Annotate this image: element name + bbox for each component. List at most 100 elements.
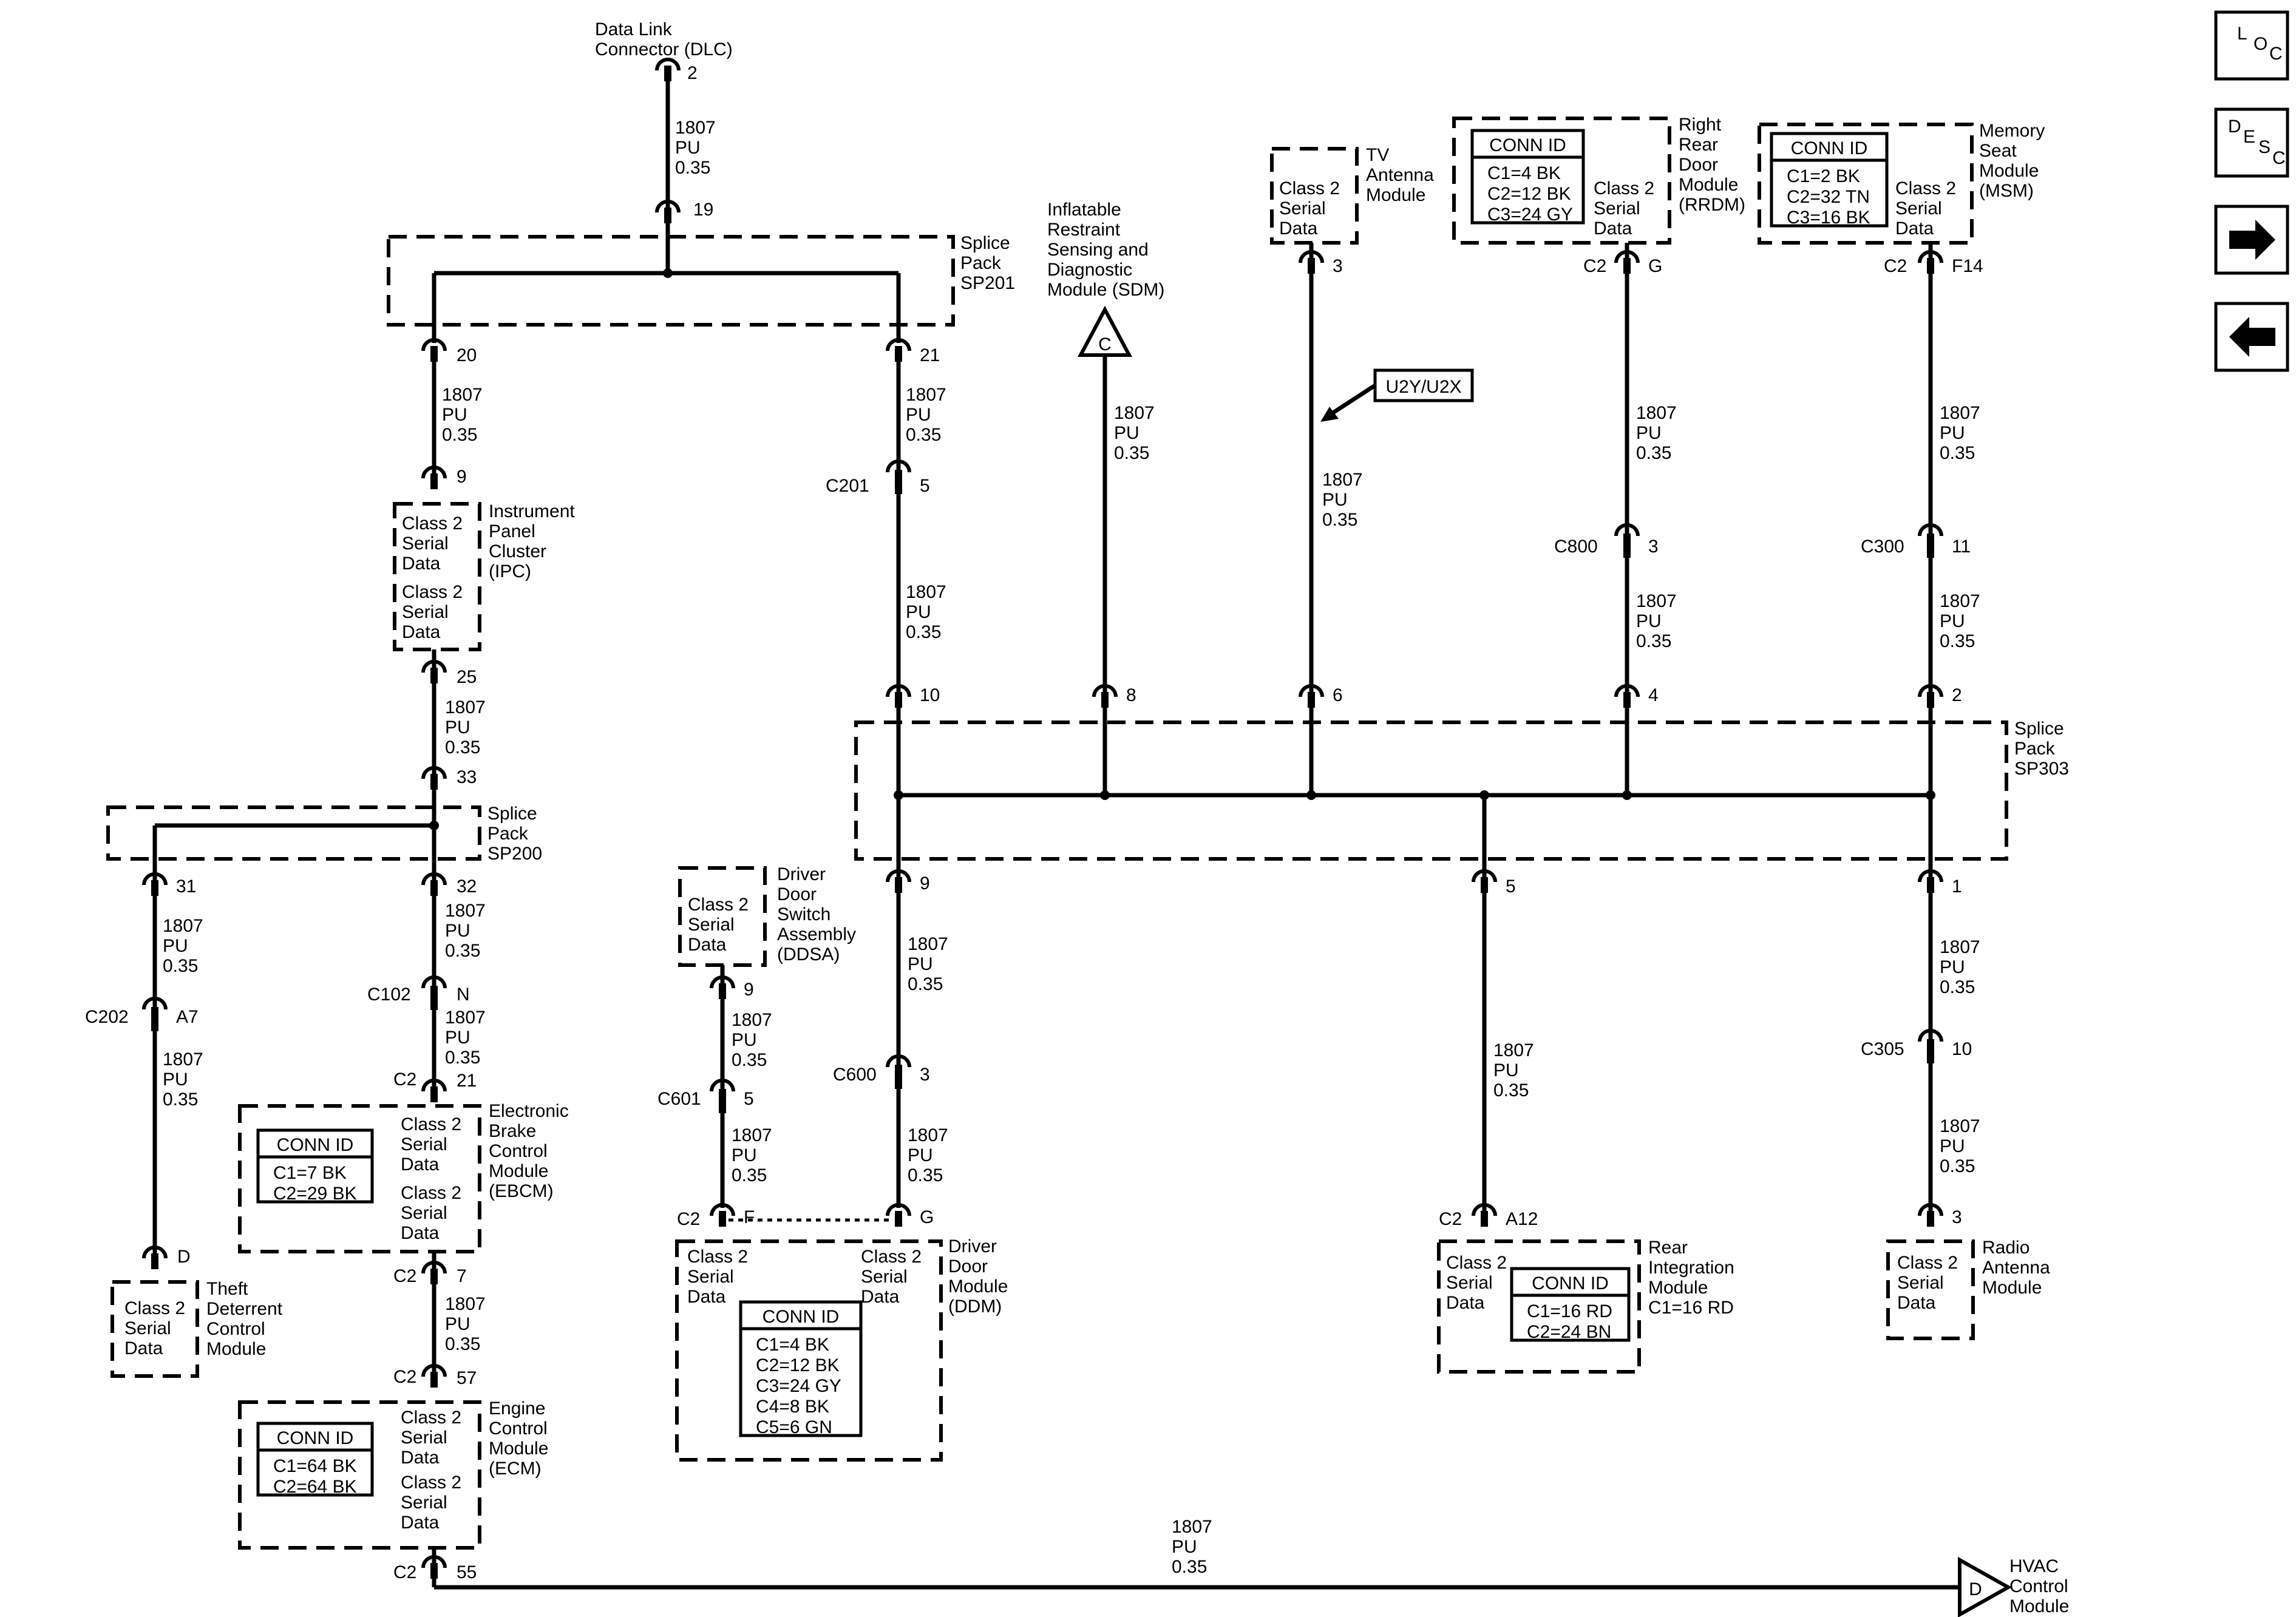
ddm-conn-id bbox=[739, 1300, 863, 1437]
wire-label: 0.35 bbox=[906, 622, 941, 642]
sp303-box bbox=[854, 720, 2008, 861]
wire-label: PU bbox=[1114, 423, 1140, 443]
ddsa-class2: Data bbox=[688, 935, 727, 955]
conn-id-entry: C3=24 GY bbox=[756, 1376, 841, 1396]
wire-label: PU bbox=[445, 921, 470, 941]
c305-id: C305 bbox=[1861, 1039, 1904, 1059]
splice-node bbox=[1100, 790, 1110, 800]
sp303-pin-4-stub bbox=[1623, 692, 1631, 708]
sp200-name: Splice bbox=[487, 804, 537, 824]
msm-pin-label: F14 bbox=[1952, 256, 1983, 276]
ipc-box bbox=[393, 502, 481, 651]
tv-pin-stub bbox=[1308, 258, 1315, 274]
wire-label: 0.35 bbox=[1114, 443, 1149, 463]
sp200-pin-32 bbox=[421, 872, 447, 886]
ecm-pin-bottom bbox=[421, 1555, 447, 1568]
ddm-pin-left-stub bbox=[719, 1211, 726, 1227]
sdm-name: Diagnostic bbox=[1047, 260, 1132, 280]
wire-label: 0.35 bbox=[908, 1165, 943, 1185]
ipc-pin-label: 25 bbox=[457, 667, 477, 687]
ipc-class2-2: Serial bbox=[402, 602, 449, 622]
wire-label: 0.35 bbox=[1172, 1557, 1207, 1577]
tdcm-class2: Data bbox=[124, 1338, 163, 1358]
msm-name: Memory bbox=[1979, 121, 2045, 141]
rim-name: Integration bbox=[1648, 1258, 1734, 1278]
ipc-class2-2: Class 2 bbox=[402, 582, 463, 602]
ebcm-pin-top-stub bbox=[430, 1086, 438, 1102]
ipc-name: Cluster bbox=[489, 541, 546, 561]
msm-box bbox=[1758, 123, 1974, 245]
ebcm-pin-bottom bbox=[421, 1261, 447, 1274]
ebcm-pin-bottom-stub bbox=[430, 1269, 438, 1284]
ipc-name: Instrument bbox=[489, 501, 575, 521]
ddsa-name: Driver bbox=[777, 864, 826, 884]
c202-connector-stub bbox=[151, 1007, 158, 1031]
ecm-pin-top bbox=[421, 1364, 447, 1377]
wire-label: PU bbox=[908, 1145, 933, 1165]
sp303-pin-label: 5 bbox=[1506, 876, 1516, 897]
back-button[interactable] bbox=[2214, 302, 2289, 372]
wire-label: 0.35 bbox=[1636, 443, 1671, 463]
wire-label: 0.35 bbox=[1940, 977, 1975, 997]
arrow-right-icon bbox=[2229, 220, 2275, 260]
wire-label: PU bbox=[906, 405, 931, 425]
ebcm-name: Brake bbox=[489, 1121, 536, 1141]
tdcm-pin bbox=[142, 1246, 168, 1259]
tv-pin-label: 3 bbox=[1333, 256, 1343, 276]
rrdm-name: Rear bbox=[1679, 135, 1718, 155]
wire-label: 1807 bbox=[732, 1010, 772, 1030]
sp303-pin-label: 2 bbox=[1952, 685, 1962, 705]
ecm-pin-top-stub bbox=[430, 1372, 438, 1388]
sp303-name: SP303 bbox=[2014, 759, 2069, 779]
ddm-pin-left bbox=[710, 1203, 735, 1216]
ddsa-class2: Class 2 bbox=[688, 895, 749, 915]
ddsa-name: Door bbox=[777, 884, 817, 904]
ddsa-name: (DDSA) bbox=[777, 944, 840, 964]
ecm-conn: C2 bbox=[393, 1367, 416, 1387]
forward-button[interactable] bbox=[2214, 205, 2289, 275]
sdm-name: Module (SDM) bbox=[1047, 280, 1164, 300]
conn-id-entry: C1=4 BK bbox=[1487, 163, 1561, 183]
hvac-ref-letter: D bbox=[1969, 1579, 1982, 1599]
sp303-pin-2-stub bbox=[1927, 692, 1934, 708]
sp303-pin-4 bbox=[1614, 684, 1640, 697]
ebcm-conn: C2 bbox=[393, 1070, 416, 1090]
wire-label: 0.35 bbox=[732, 1165, 767, 1185]
ddsa-box bbox=[678, 866, 767, 967]
conn-id-title: CONN ID bbox=[763, 1307, 840, 1327]
ipc-pin-9 bbox=[421, 466, 447, 479]
conn-id-entry: C1=16 RD bbox=[1527, 1301, 1612, 1321]
connector-marks bbox=[142, 58, 1943, 1579]
tdcm-class2: Class 2 bbox=[124, 1298, 185, 1318]
wire-label: PU bbox=[732, 1145, 757, 1165]
ebcm-class2-2: Serial bbox=[401, 1203, 447, 1223]
wire-label: PU bbox=[732, 1030, 757, 1050]
sp303-pin-label: 4 bbox=[1648, 685, 1659, 705]
sp200-name: Pack bbox=[487, 824, 529, 844]
sdm-ref-triangle bbox=[1078, 305, 1132, 357]
sp201-box bbox=[387, 235, 955, 327]
msm-class2: Class 2 bbox=[1895, 178, 1956, 198]
c601-connector bbox=[710, 1079, 735, 1092]
sp200-pin-33 bbox=[421, 766, 447, 779]
ebcm-pin-top bbox=[421, 1079, 447, 1092]
ddsa-name: Switch bbox=[777, 904, 830, 924]
ram-class2: Data bbox=[1897, 1293, 1936, 1313]
ecm-class2: Data bbox=[401, 1448, 440, 1468]
sp303-pin-label: 1 bbox=[1952, 876, 1962, 897]
sp303-pin-6 bbox=[1299, 684, 1324, 697]
ebcm-name: Module bbox=[489, 1161, 548, 1181]
loc-letter: O bbox=[2254, 34, 2267, 54]
wire-label: PU bbox=[163, 936, 188, 956]
wire-label: PU bbox=[1636, 423, 1662, 443]
wire-label: PU bbox=[908, 954, 933, 974]
wire-label: PU bbox=[442, 405, 467, 425]
sp201-pin-21 bbox=[886, 338, 911, 351]
wire-label: 1807 bbox=[163, 916, 203, 936]
sp201-pin-label: 21 bbox=[920, 345, 940, 365]
rrdm-conn: C2 bbox=[1583, 256, 1606, 276]
hvac-name: Control bbox=[2009, 1576, 2068, 1596]
